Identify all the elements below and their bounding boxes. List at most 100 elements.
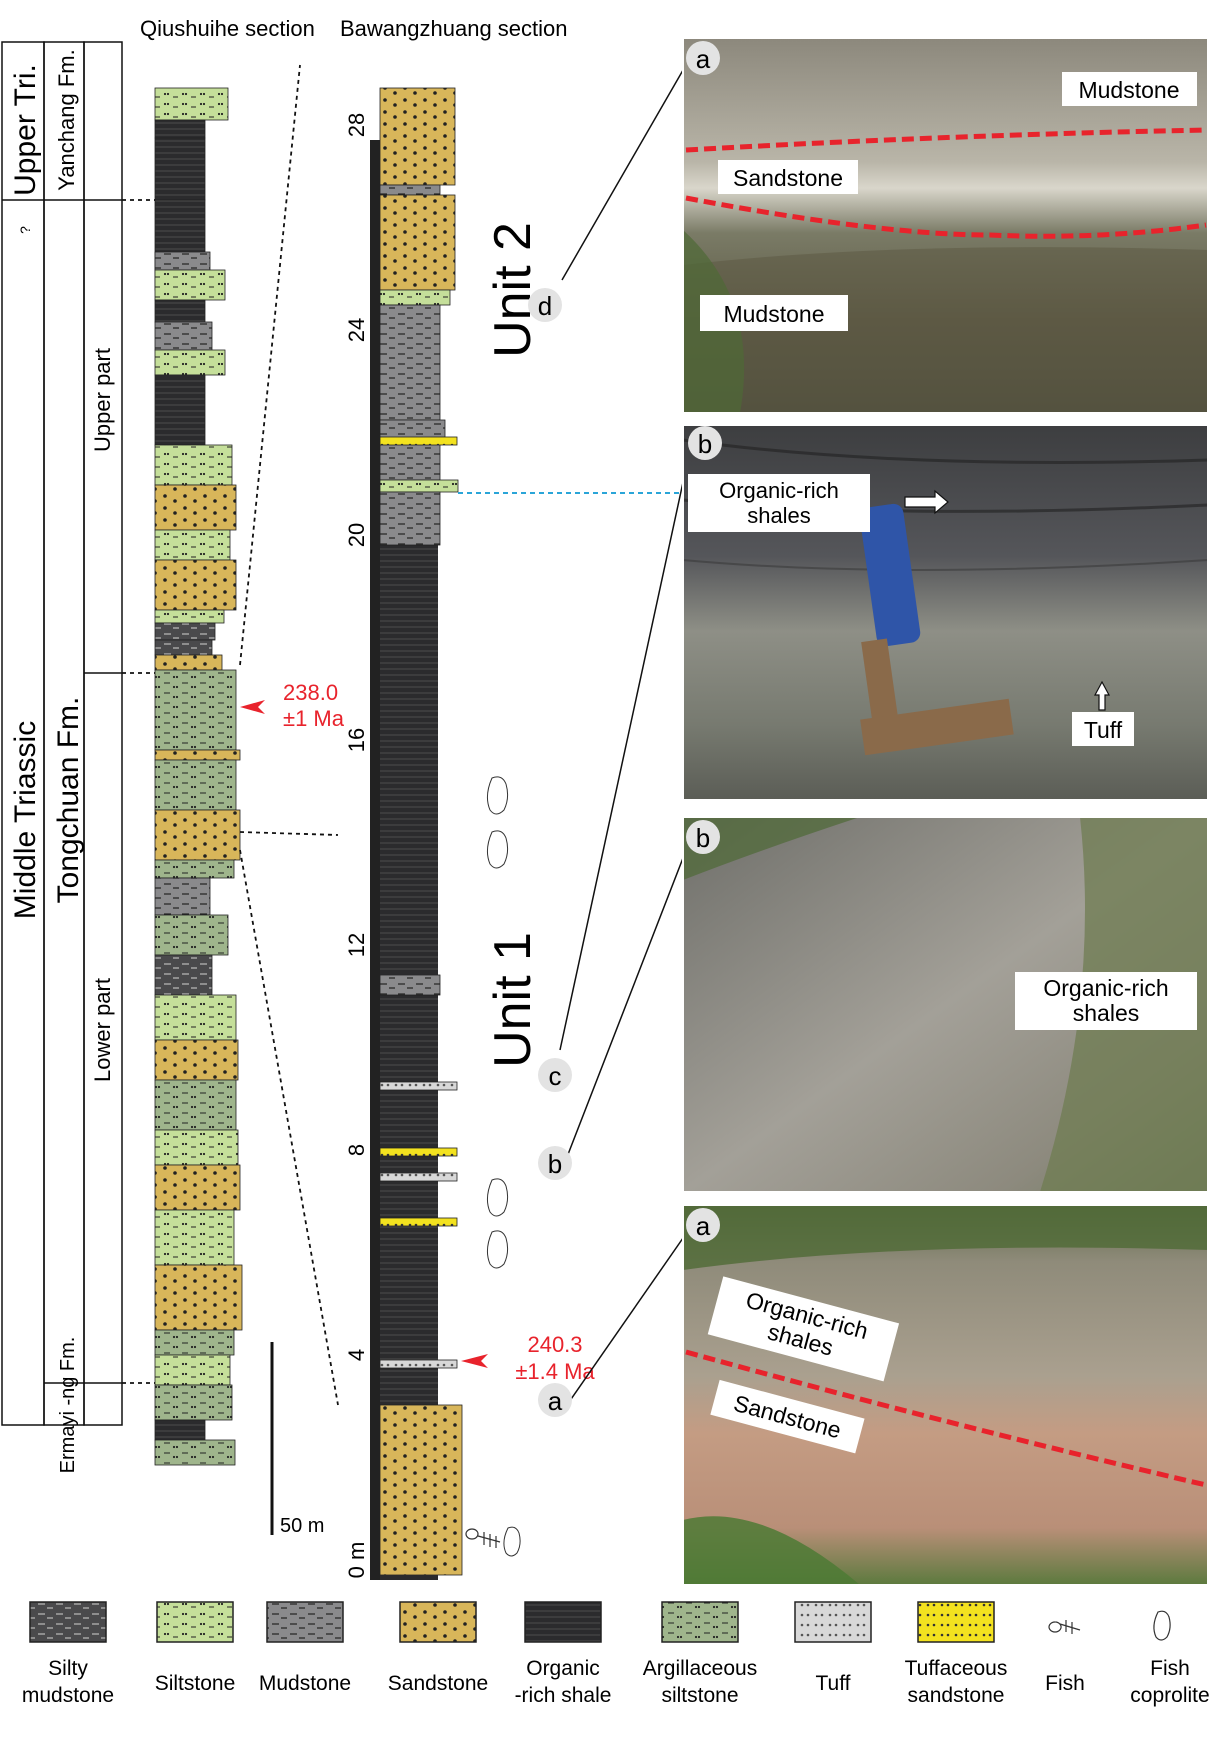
bawangzhuang-bed — [379, 491, 441, 546]
qiushuihe-column — [154, 87, 243, 1466]
unit-2-label: Unit 2 — [484, 222, 542, 358]
legend-swatch — [266, 1601, 344, 1643]
qiushuihe-bed — [154, 1439, 236, 1466]
qiushuihe-bed — [154, 137, 206, 201]
qiushuihe-bed — [154, 1384, 233, 1421]
legend-label: Fish — [1045, 1672, 1085, 1695]
qiushuihe-bed — [154, 1264, 243, 1331]
legend-label: Siltstone — [155, 1672, 236, 1695]
qiushuihe-bed — [154, 914, 229, 956]
qiushuihe-bed — [154, 759, 237, 811]
series-unknown-mark: ? — [17, 226, 33, 234]
fish-icon — [1048, 1620, 1081, 1634]
marker-a: a — [548, 1386, 563, 1416]
qiushuihe-bed — [154, 529, 231, 561]
qiushuihe-bed — [154, 1039, 239, 1081]
bawangzhuang-thin-bed — [379, 436, 458, 446]
qiushuihe-bed — [154, 87, 229, 121]
qiushuihe-bed — [154, 1164, 241, 1211]
qiushuihe-bed — [154, 251, 211, 271]
arrow-up-icon — [1093, 680, 1111, 711]
qiushuihe-bed — [154, 374, 206, 446]
qiushuihe-bed — [154, 859, 235, 879]
legend-item-siltstone: Siltstone — [155, 1601, 236, 1695]
bawangzhuang-thin-bed — [379, 1172, 458, 1182]
photo-markers: a b c d — [528, 288, 572, 1417]
qiushuihe-bed — [154, 994, 237, 1041]
unit-1-label: Unit 1 — [484, 932, 542, 1068]
qiushuihe-title: Qiushuihe section — [140, 16, 315, 41]
legend-label: Tuff — [815, 1672, 850, 1695]
depth-tick-label: 12 — [344, 933, 369, 957]
arrow-right-icon — [904, 489, 949, 515]
marker-d: d — [538, 291, 552, 321]
bawangzhuang-column — [379, 87, 463, 1580]
legend-swatch — [917, 1601, 995, 1643]
leader-lines — [559, 57, 691, 1416]
marker-b: b — [548, 1149, 562, 1179]
photo-a-letter: a — [696, 1211, 711, 1241]
qiushuihe-bed — [154, 349, 226, 376]
qiushuihe-bed — [154, 1129, 239, 1166]
fish-symbol — [465, 1528, 501, 1548]
bawangzhuang-title: Bawangzhuang section — [340, 16, 568, 41]
depth-tick-label: 0 m — [344, 1542, 369, 1579]
legend-label: Sandstone — [388, 1672, 488, 1695]
legend-swatch — [794, 1601, 872, 1643]
legend-item-fish: Fish — [1045, 1620, 1085, 1695]
qiushuihe-bed — [154, 1079, 237, 1131]
bawangzhuang-bed — [379, 304, 441, 421]
qiushuihe-bed — [154, 639, 213, 656]
coprolite-icon — [1153, 1610, 1171, 1641]
bawangzhuang-thin-bed — [379, 1217, 458, 1227]
qiushuihe-bed — [154, 1329, 235, 1356]
qiushuihe-bed — [154, 749, 241, 761]
legend-swatch — [29, 1601, 107, 1643]
legend-item-organic-rich-shale: Organic-rich shale — [515, 1601, 611, 1707]
photo-d: a Mudstone Sandstone Mudstone — [682, 37, 1209, 414]
bawangzhuang-bed — [379, 974, 441, 996]
photo-b-letter: b — [696, 823, 710, 853]
marker-c: c — [549, 1061, 562, 1091]
depth-tick-label: 16 — [344, 728, 369, 752]
legend-swatch — [399, 1601, 477, 1643]
part-column — [83, 41, 123, 1426]
formation-ermaying-label: Ermayi -ng Fm. — [57, 1337, 79, 1474]
depth-tick-label: 20 — [344, 523, 369, 547]
part-lower-label: Lower part — [90, 978, 115, 1082]
qiushuihe-bed — [154, 444, 233, 486]
legend-item-mudstone: Mudstone — [259, 1601, 351, 1695]
photo-d-label-lower-mudstone: Mudstone — [723, 301, 824, 327]
age-arrow-bawangzhuang — [461, 1354, 488, 1368]
fish-coprolite-symbols — [486, 776, 521, 1557]
photo-a: a Organic-richshales Sandstone — [682, 1204, 1209, 1586]
depth-tick-label: 8 — [344, 1144, 369, 1156]
bawangzhuang-bed — [379, 289, 451, 306]
qiushuihe-bed — [154, 559, 237, 611]
qiushuihe-bed — [154, 1209, 235, 1266]
qiushuihe-bed — [154, 954, 213, 996]
age-label-bawangzhuang: 240.3±1.4 Ma — [515, 1332, 595, 1384]
legend-swatch — [524, 1601, 602, 1643]
qiushuihe-bed — [154, 1419, 206, 1441]
qiushuihe-bed — [154, 1354, 231, 1386]
legend-swatch — [156, 1601, 234, 1643]
series-middle-label: Middle Triassic — [9, 721, 42, 919]
series-upper-label: Upper Tri. — [9, 64, 42, 196]
qiushuihe-bed — [154, 321, 213, 351]
bawangzhuang-thin-bed — [379, 1147, 458, 1157]
formation-yanchang-label: Yanchang Fm. — [54, 49, 79, 190]
depth-tick-label: 4 — [344, 1349, 369, 1361]
photo-d-label-upper-mudstone: Mudstone — [1078, 77, 1179, 103]
qiushuihe-bed — [154, 609, 225, 624]
